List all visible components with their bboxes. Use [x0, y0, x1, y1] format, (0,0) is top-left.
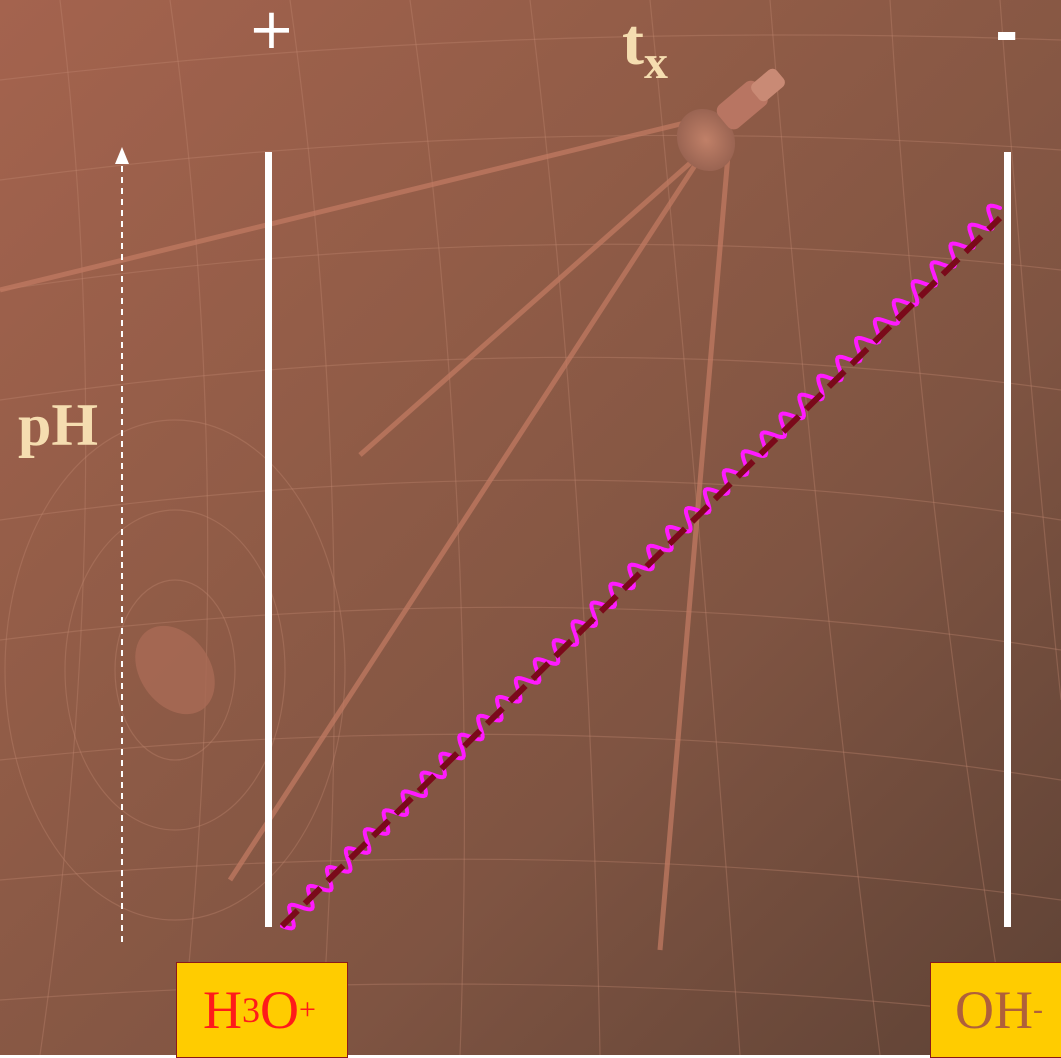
ph-axis-arrow	[115, 147, 129, 942]
cathode-species-main: OH	[955, 980, 1033, 1040]
anode-species-subscript: 3	[242, 990, 260, 1030]
cathode-electrode	[1004, 152, 1011, 927]
anode-sign: +	[248, 0, 295, 62]
time-label-subscript: x	[643, 36, 668, 89]
time-label: tx	[622, 10, 668, 87]
ph-gradient-wavy-line	[280, 203, 1002, 931]
cathode-sign: -	[995, 1, 1019, 66]
spotlight-beams	[0, 115, 731, 951]
anode-species-after: O	[260, 980, 299, 1040]
background-disc	[135, 625, 215, 715]
cathode-species-box: OH-	[930, 962, 1061, 1058]
cathode-species-charge: -	[1033, 993, 1043, 1026]
spotlight-icon	[676, 68, 785, 172]
ph-axis-label: pH	[18, 392, 99, 458]
time-label-main: t	[622, 6, 644, 79]
anode-species-charge: +	[299, 993, 316, 1026]
anode-electrode	[265, 152, 272, 927]
anode-species-main: H	[203, 980, 242, 1040]
ph-gradient-dashed-line	[279, 215, 1003, 929]
